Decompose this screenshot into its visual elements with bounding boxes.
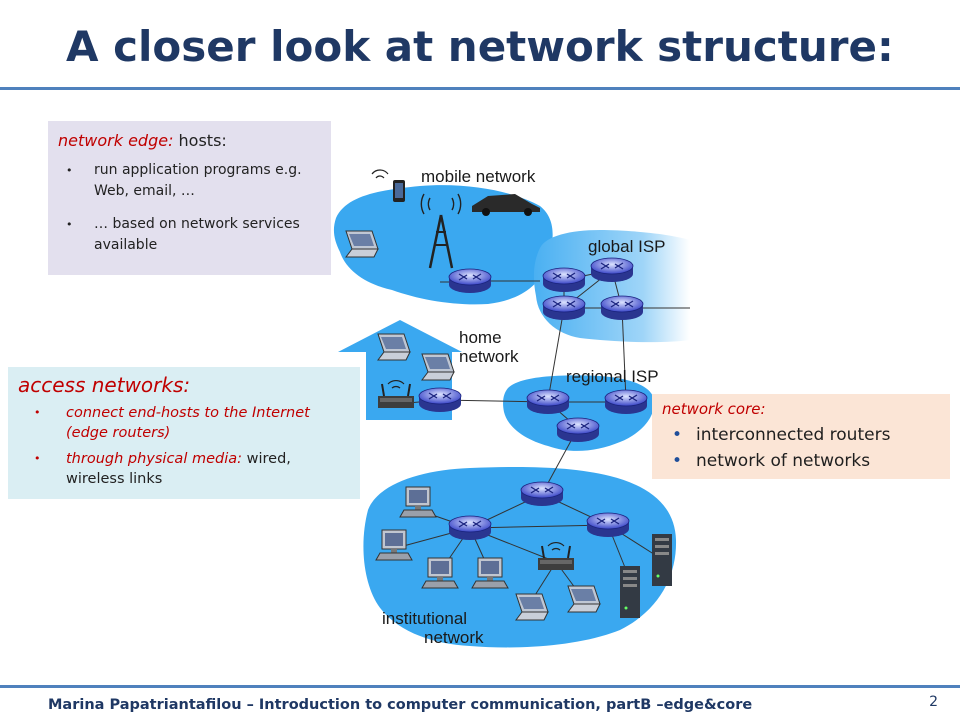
footer-divider	[0, 685, 960, 688]
inst-server-icon-1	[620, 566, 640, 618]
network-core-bullet: interconnected routers	[662, 422, 942, 448]
institutional-router-2	[448, 515, 492, 541]
home-edge-router	[418, 387, 462, 413]
network-edge-list: run application programs e.g. Web, email…	[58, 160, 323, 256]
network-core-heading: network core:	[662, 400, 766, 418]
global-isp-router-2	[590, 257, 634, 283]
home-laptop-icon-1	[377, 333, 411, 361]
regional-isp-router-3	[556, 417, 600, 443]
access-bullet-plain-text: wired, wireless links	[66, 451, 291, 487]
slide-title: A closer look at network structure:	[66, 22, 894, 71]
regional-isp-router-2	[604, 389, 648, 415]
title-divider	[0, 87, 960, 90]
network-core-bullet: network of networks	[662, 448, 942, 474]
regional-isp-router-1	[526, 389, 570, 415]
cell-tower-icon	[420, 193, 462, 269]
mobile-laptop-icon	[345, 230, 379, 258]
smartphone-icon	[393, 180, 405, 202]
network-edge-bullet: run application programs e.g. Web, email…	[58, 160, 323, 202]
network-core-box: network core: interconnected routers net…	[652, 394, 950, 479]
network-edge-bullet: … based on network services available	[58, 214, 323, 256]
slide-footer: Marina Papatriantafilou – Introduction t…	[48, 697, 753, 713]
home-laptop-icon-2	[421, 353, 455, 381]
global-isp-router-1	[542, 267, 586, 293]
inst-laptop-icon-2	[567, 585, 601, 613]
label-regional-isp: regional ISP	[566, 367, 659, 386]
access-bullet-red-text: through physical media:	[66, 451, 243, 467]
institutional-router-1	[520, 481, 564, 507]
inst-server-icon-2	[652, 534, 672, 586]
global-isp-router-3	[542, 295, 586, 321]
access-networks-heading: access networks:	[18, 373, 191, 397]
label-mobile-network: mobile network	[421, 167, 536, 186]
car-icon	[472, 194, 540, 216]
access-networks-bullet: through physical media: wired, wireless …	[18, 449, 352, 489]
network-edge-heading-rest: hosts:	[173, 131, 227, 150]
network-core-list: interconnected routers network of networ…	[662, 422, 942, 474]
access-networks-list: connect end-hosts to the Internet (edge …	[18, 403, 352, 489]
global-isp-router-4	[600, 295, 644, 321]
mobile-edge-router	[448, 268, 492, 294]
label-home-network-2: network	[459, 347, 519, 366]
label-institutional-network-2: network	[424, 628, 484, 647]
institutional-router-3	[586, 512, 630, 538]
access-networks-bullet: connect end-hosts to the Internet (edge …	[18, 403, 352, 443]
network-edge-box: network edge: hosts: run application pro…	[48, 121, 331, 275]
label-institutional-network-1: institutional	[382, 609, 467, 628]
inst-laptop-icon-1	[515, 593, 549, 621]
network-edge-heading: network edge: hosts:	[58, 131, 323, 150]
network-edge-heading-label: network edge:	[58, 131, 174, 150]
label-home-network-1: home	[459, 328, 502, 347]
wireless-signal-icon	[371, 169, 389, 179]
access-networks-box: access networks: connect end-hosts to th…	[8, 367, 360, 499]
page-number: 2	[929, 694, 938, 710]
label-global-isp: global ISP	[588, 237, 666, 256]
